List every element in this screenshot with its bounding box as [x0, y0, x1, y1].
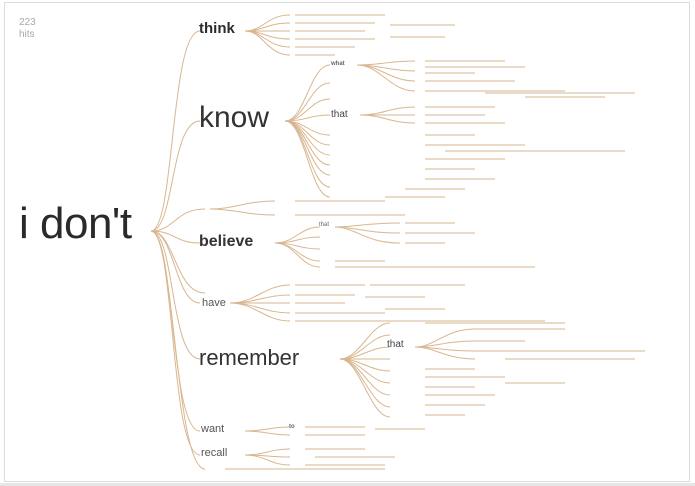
- node-know-what[interactable]: what: [331, 61, 345, 67]
- branch-believe[interactable]: believe: [199, 233, 254, 250]
- word-tree-panel: 223 hits i don't think know believe have…: [4, 2, 690, 482]
- branch-know[interactable]: know: [199, 101, 270, 134]
- branch-recall[interactable]: recall: [201, 447, 228, 459]
- branch-have[interactable]: have: [202, 297, 226, 309]
- node-want-to[interactable]: to: [289, 424, 295, 430]
- branch-want[interactable]: want: [201, 423, 225, 435]
- word-tree-branches: [150, 14, 645, 470]
- node-remember-that[interactable]: that: [387, 339, 404, 350]
- bottom-border: [0, 483, 695, 486]
- hits-counter: 223 hits: [19, 17, 36, 41]
- branch-think[interactable]: think: [199, 20, 235, 37]
- branch-remember[interactable]: remember: [199, 345, 300, 370]
- hits-count: 223: [19, 17, 36, 28]
- hits-label: hits: [19, 29, 35, 40]
- node-believe-that[interactable]: that: [319, 222, 330, 228]
- root-phrase[interactable]: i don't: [19, 199, 132, 248]
- node-know-that[interactable]: that: [331, 109, 348, 120]
